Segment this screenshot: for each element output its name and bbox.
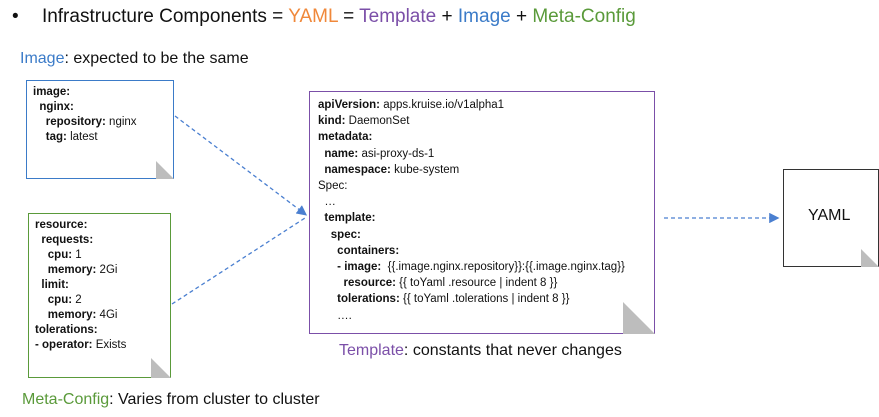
code-line: tolerations: {{ toYaml .tolerations | in… — [318, 291, 646, 307]
yaml-output-note: YAML — [783, 169, 879, 267]
meta-caption-text: : Varies from cluster to cluster — [109, 391, 320, 408]
image-caption-keyword: Image — [20, 50, 65, 67]
page-fold — [151, 358, 171, 378]
code-value: 2 — [72, 294, 82, 306]
code-value: … — [318, 196, 336, 209]
code-line: tolerations: — [35, 323, 164, 338]
code-line: template: — [318, 210, 646, 226]
meta-to-template-arrow — [171, 217, 306, 305]
title-plus-1: + — [436, 6, 458, 27]
code-key: template: — [318, 212, 376, 225]
code-value: 1 — [72, 249, 82, 261]
code-line: resource: — [35, 218, 164, 233]
code-line: spec: — [318, 227, 646, 243]
code-key: limit: — [35, 279, 69, 291]
code-line: apiVersion: apps.kruise.io/v1alpha1 — [318, 97, 646, 113]
title-metaconfig: Meta-Config — [532, 6, 636, 27]
code-value: 4Gi — [96, 309, 118, 321]
code-value: kube-system — [390, 163, 460, 176]
code-value: Spec: — [318, 180, 348, 193]
code-line: repository: nginx — [33, 115, 167, 130]
code-key: memory: — [35, 264, 97, 276]
code-key: metadata: — [318, 131, 373, 144]
code-key: memory: — [35, 309, 97, 321]
code-line: cpu: 1 — [35, 248, 164, 263]
code-line: tag: latest — [33, 130, 167, 145]
code-key: apiVersion: — [318, 99, 380, 111]
code-line: namespace: kube-system — [318, 162, 646, 178]
code-key: nginx: — [33, 101, 74, 113]
image-to-template-arrow — [174, 115, 308, 216]
code-key: name: — [318, 147, 359, 160]
code-line: image: — [33, 85, 167, 100]
code-key: tolerations: — [318, 293, 400, 306]
template-caption: Template: constants that never changes — [339, 342, 622, 360]
code-key: requests: — [35, 234, 94, 246]
code-line: kind: DaemonSet — [318, 113, 646, 129]
code-key: - image: — [318, 261, 382, 274]
code-key: spec: — [318, 228, 361, 241]
code-key: repository: — [33, 116, 106, 128]
page-fold — [861, 249, 879, 267]
code-line: cpu: 2 — [35, 293, 164, 308]
meta-config-values-note: resource: requests: cpu: 1 memory: 2Gi l… — [28, 213, 171, 378]
code-line: …. — [318, 308, 646, 324]
meta-config-caption: Meta-Config: Varies from cluster to clus… — [22, 391, 320, 409]
code-key: image: — [33, 86, 71, 98]
code-line: name: asi-proxy-ds-1 — [318, 146, 646, 162]
code-value: latest — [66, 131, 98, 143]
code-value: {{ toYaml .tolerations | indent 8 }} — [399, 293, 570, 306]
code-line: requests: — [35, 233, 164, 248]
code-line: metadata: — [318, 129, 646, 145]
title-template: Template — [359, 6, 437, 27]
image-caption: Image: expected to be the same — [20, 50, 249, 68]
code-line: resource: {{ toYaml .resource | indent 8… — [318, 275, 646, 291]
code-line: - image: {{.image.nginx.repository}}:{{.… — [318, 259, 646, 275]
title-eq: = — [337, 6, 360, 27]
title-image: Image — [457, 6, 511, 27]
code-value: {{ toYaml .resource | indent 8 }} — [395, 277, 558, 290]
template-caption-text: : constants that never changes — [403, 342, 622, 359]
image-caption-text: : expected to be the same — [64, 50, 249, 67]
code-value: …. — [318, 309, 352, 322]
code-line: memory: 4Gi — [35, 308, 164, 323]
code-key: resource: — [318, 277, 396, 290]
page-fold — [623, 302, 655, 334]
code-value: apps.kruise.io/v1alpha1 — [380, 99, 505, 111]
code-key: namespace: — [318, 163, 391, 176]
page-fold — [156, 161, 174, 179]
yaml-label: YAML — [808, 207, 851, 224]
code-line: memory: 2Gi — [35, 263, 164, 278]
code-value: nginx — [105, 116, 137, 128]
code-value: asi-proxy-ds-1 — [358, 147, 435, 160]
code-key: containers: — [318, 244, 400, 257]
code-key: cpu: — [35, 249, 73, 261]
code-key: resource: — [35, 219, 88, 231]
image-values-note: image: nginx: repository: nginx tag: lat… — [26, 80, 174, 179]
code-line: … — [318, 194, 646, 210]
title-yaml: YAML — [288, 6, 338, 27]
code-key: tag: — [33, 131, 67, 143]
meta-caption-keyword: Meta-Config — [22, 391, 110, 408]
template-caption-keyword: Template — [339, 342, 404, 359]
bullet: • — [12, 6, 19, 27]
code-line: Spec: — [318, 178, 646, 194]
code-key: - operator: — [35, 339, 93, 351]
code-line: - operator: Exists — [35, 338, 164, 353]
code-value: 2Gi — [96, 264, 118, 276]
code-line: containers: — [318, 243, 646, 259]
slide-title: • Infrastructure Components = YAML = Tem… — [12, 6, 636, 28]
code-value: DaemonSet — [345, 115, 410, 128]
code-value: {{.image.nginx.repository}}:{{.image.ngi… — [381, 261, 625, 274]
code-key: cpu: — [35, 294, 73, 306]
code-line: limit: — [35, 278, 164, 293]
title-plus-2: + — [510, 6, 533, 27]
title-prefix: Infrastructure Components = — [41, 6, 289, 27]
code-value: Exists — [92, 339, 127, 351]
code-line: nginx: — [33, 100, 167, 115]
code-key: kind: — [318, 115, 346, 128]
code-key: tolerations: — [35, 324, 98, 336]
